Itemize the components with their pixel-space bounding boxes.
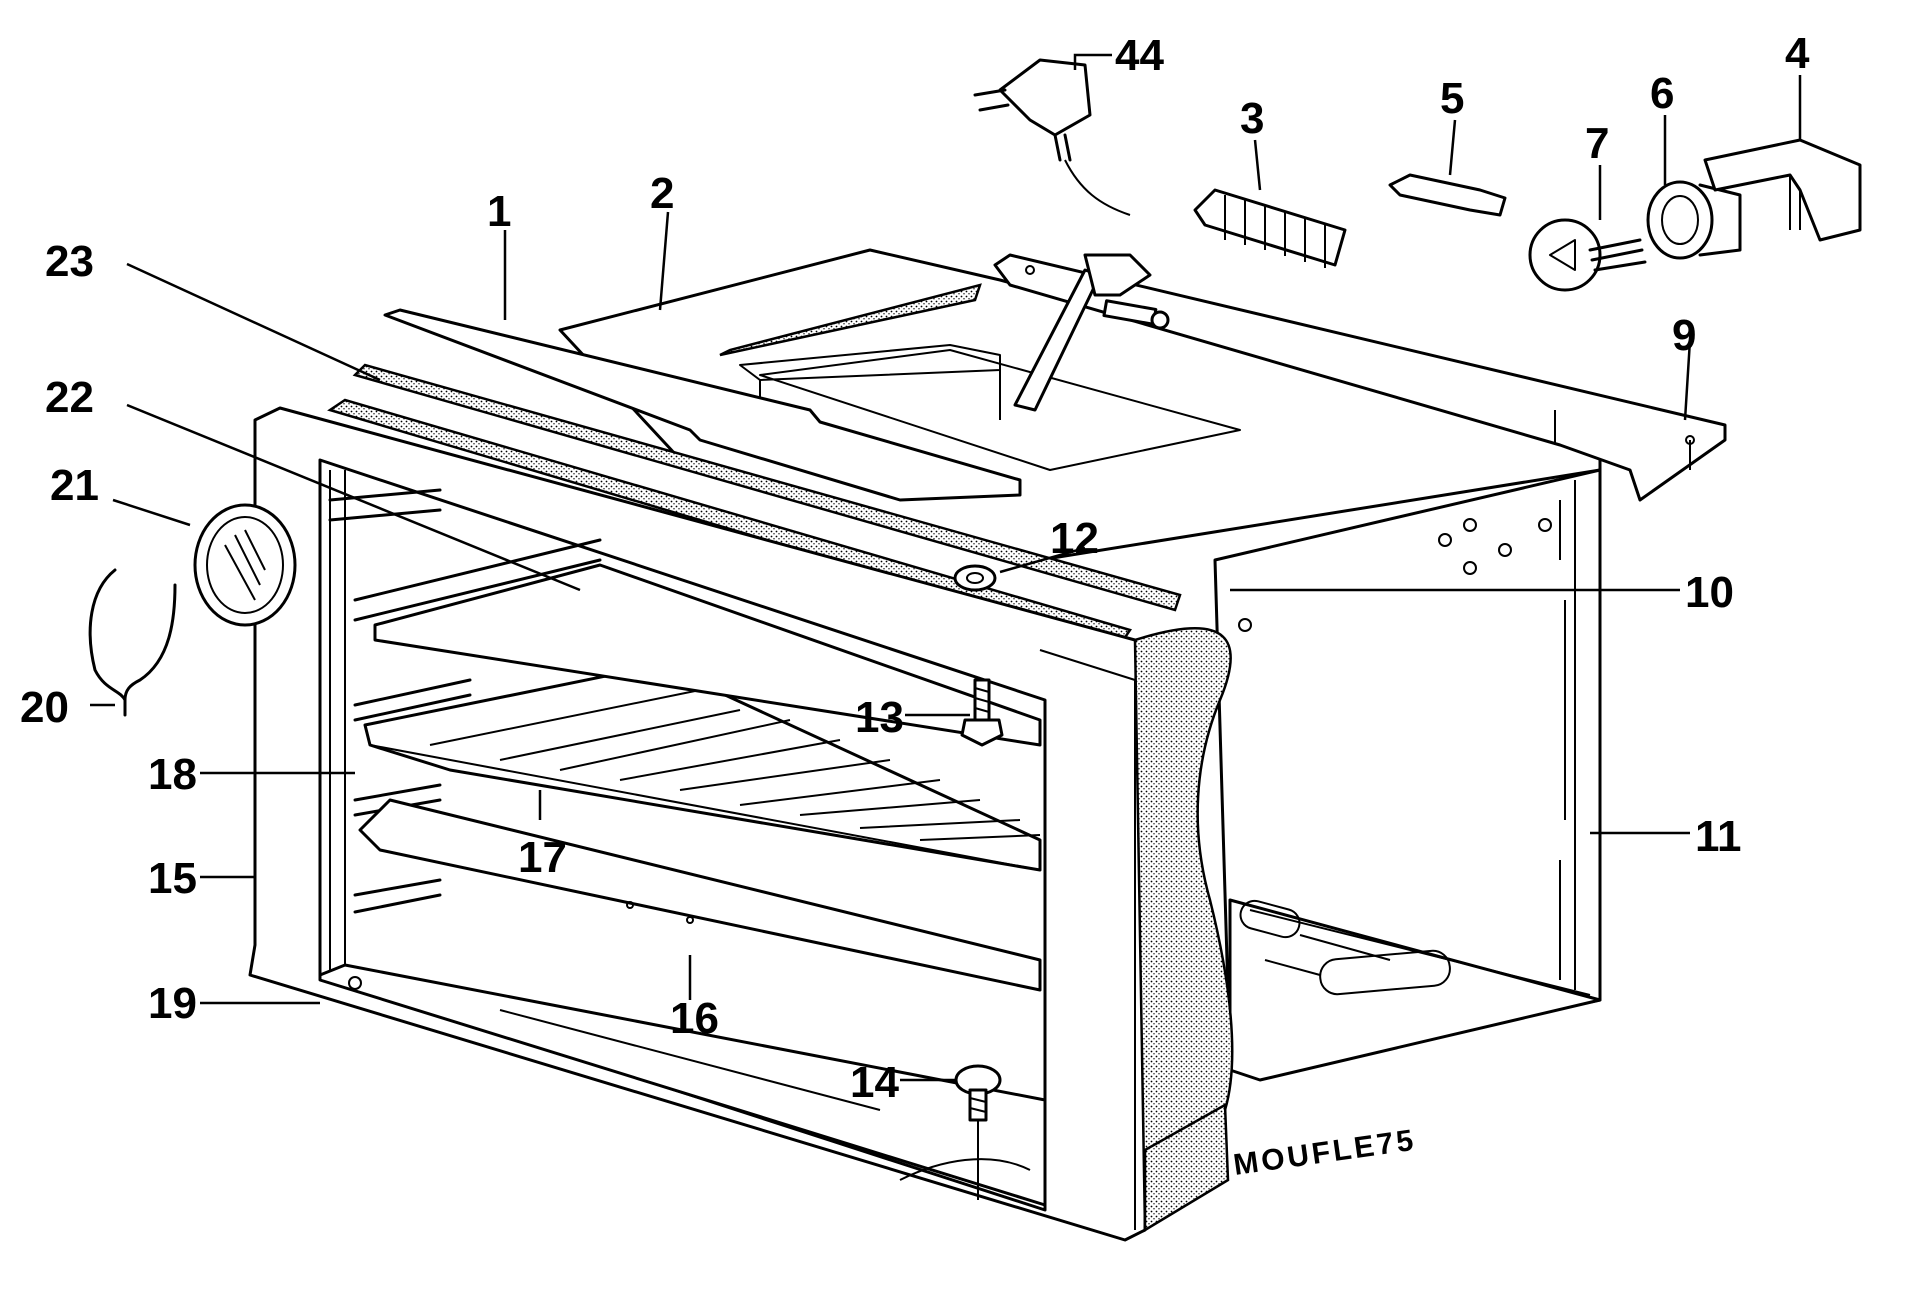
oven-cavity-body — [1213, 468, 1602, 1082]
washer — [953, 564, 997, 592]
diagram-caption: MOUFLE75 — [1231, 1124, 1418, 1182]
label-part-18: 18 — [148, 750, 197, 799]
label-part-16: 16 — [670, 994, 719, 1043]
upper-shelf — [373, 563, 1042, 747]
label-part-5: 5 — [1440, 74, 1464, 123]
top-rail-bar — [383, 308, 1022, 502]
label-part-15: 15 — [148, 854, 197, 903]
label-part-2: 2 — [650, 169, 674, 218]
label-part-19: 19 — [148, 979, 197, 1028]
label-part-22: 22 — [45, 373, 94, 422]
terminal-block — [1193, 188, 1347, 268]
label-part-20: 20 — [20, 683, 69, 732]
bolt — [960, 678, 1004, 747]
label-part-6: 6 — [1650, 69, 1674, 118]
label-part-7: 7 — [1585, 119, 1609, 168]
label-part-17: 17 — [518, 833, 567, 882]
label-part-9: 9 — [1672, 311, 1696, 360]
lamp-cover-bracket — [1703, 138, 1862, 242]
label-part-1: 1 — [487, 187, 511, 236]
label-part-13: 13 — [855, 693, 904, 742]
rear-rail — [993, 253, 1727, 502]
screw — [899, 1064, 1031, 1200]
lamp-glass — [193, 503, 297, 627]
power-plug — [973, 58, 1131, 216]
shelf-side-racks — [328, 470, 602, 970]
part-labels: 1 2 3 4 5 6 7 9 10 11 12 13 14 15 16 17 … — [20, 29, 1810, 1182]
label-part-44: 44 — [1115, 31, 1164, 80]
lamp-seal — [88, 568, 177, 717]
label-part-12: 12 — [1050, 514, 1099, 563]
leader-lines — [90, 53, 1802, 1082]
label-part-14: 14 — [850, 1058, 899, 1107]
baking-tray — [358, 798, 1042, 992]
clip — [1388, 173, 1507, 217]
thermostat-probe — [1013, 253, 1170, 412]
cavity-floor-plate — [318, 963, 1047, 1207]
label-part-10: 10 — [1685, 568, 1734, 617]
label-part-3: 3 — [1240, 94, 1264, 143]
lamp-holder — [1646, 180, 1742, 260]
label-part-23: 23 — [45, 237, 94, 286]
label-part-11: 11 — [1695, 812, 1742, 861]
lamp-bulb — [1528, 218, 1647, 292]
label-part-4: 4 — [1785, 29, 1810, 78]
label-part-21: 21 — [50, 461, 99, 510]
